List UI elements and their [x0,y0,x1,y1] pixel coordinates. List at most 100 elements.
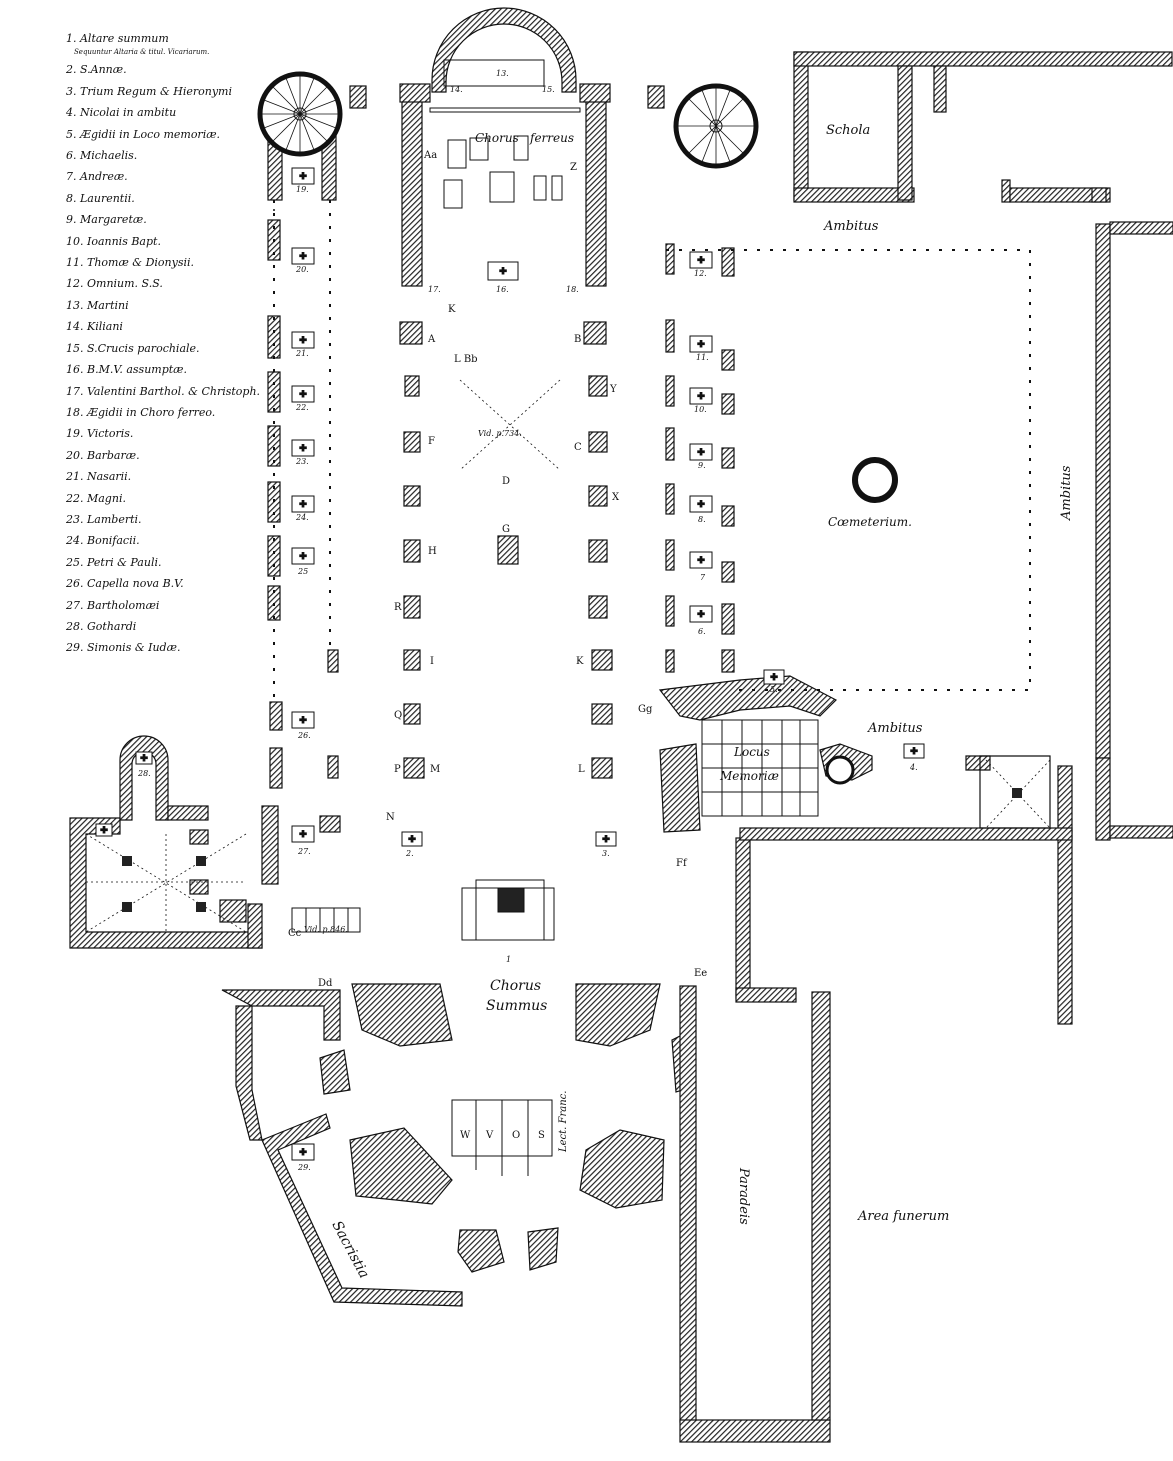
chapel-vaults [85,379,1051,933]
marker-W: W [460,1130,471,1141]
num-4: 4. [909,763,918,772]
east-apse [431,7,577,93]
vid-734-label: Vid. p.734. [478,429,522,438]
marker-L: L [578,764,585,775]
marker-Aa: Aa [423,150,437,161]
legend-item: 15. S.Crucis parochiale. [66,341,200,355]
altar-cross-icon: ✚ [910,747,918,757]
locus-label: Locus [733,745,770,759]
legend-item: 3. Trium Regum & Hieronymi [66,84,232,98]
legend-item: 24. Bonifacii. [66,534,140,548]
legend-item: 28. Gothardi [66,619,137,633]
walls [69,7,1173,1443]
legend-item: 10. Ioannis Bapt. [66,234,161,248]
legend-item: 4. Nicolai in ambitu [66,106,177,120]
num-12: 12. [694,269,707,278]
altar-cross-icon: ✚ [299,552,307,562]
marker-F: F [428,436,435,447]
ambitus-top-label: Ambitus [823,219,879,234]
cemetery-well [852,457,898,503]
num-21: 21. [295,349,309,358]
legend-item: 25. Petri & Pauli. [66,555,162,569]
num-7: 7 [700,573,706,582]
marker-Bb: L Bb [454,354,478,365]
num-20: 20. [295,265,309,274]
spiral-stairs [257,71,855,785]
colonnade-dots [273,209,275,211]
altar-cross-icon: ✚ [299,390,307,400]
altar-cross-icon: ✚ [299,252,307,262]
num-1: 1 [506,955,511,964]
vid-846-label: Vid. p.846. [304,925,348,934]
altar-cross-icon: ✚ [697,556,705,566]
num-5: 5. [770,685,778,694]
ambitus-mid-label: Ambitus [867,721,923,736]
altar-cross-icon: ✚ [299,830,307,840]
legend-item: 27. Bartholomæi [66,598,160,612]
marker-P: P [394,764,401,775]
legend-item: 14. Kiliani [66,320,123,334]
altar-cross-icon: ✚ [299,444,307,454]
marker-N: N [386,812,395,823]
legend-item: 11. Thomæ & Dionysii. [66,256,195,270]
vault-bosses [122,788,1022,912]
legend-item: 26. Capella nova B.V. [66,577,184,591]
num-29: 29. [297,1163,311,1172]
altar-cross-icon: ✚ [697,448,705,458]
altar-cross-icon: ✚ [697,392,705,402]
legend-item: 9. Margaretæ. [66,213,147,227]
altar-cross-icon: ✚ [100,826,108,836]
altar-cross-icon: ✚ [299,716,307,726]
altar-cross-icon: ✚ [140,754,148,764]
marker-I: I [430,656,434,667]
altar-numbers: 13. 14. 15. 16. 17. 18. 19. 20. 21. 22. … [137,69,918,1172]
legend-item: 29. Simonis & Iudæ. [66,641,181,655]
paradeis-label: Paradeis [736,1167,751,1225]
num-19: 19. [296,185,309,194]
marker-C: C [574,442,582,453]
num-22: 22. [295,403,309,412]
chorus-ferreus-label-1: Chorus [475,131,519,145]
legend-item: 16. B.M.V. assumptæ. [66,363,188,377]
marker-S: S [538,1130,545,1141]
num-25: 25 [297,567,308,576]
num-23: 23. [295,457,309,466]
legend-item: 20. Barbaræ. [66,448,140,462]
legend-item: 1. Altare summum [66,32,169,45]
cloister-boundary [273,200,1031,700]
legend-subtitle: Sequuntur Altaria & titul. Vicariarum. [74,48,210,57]
num-10: 10. [694,405,707,414]
marker-Ff: Ff [676,858,688,869]
memoriae-label: Memoriæ [719,769,779,783]
legend-item: 13. Martini [66,298,129,312]
altar-blocks: ✚✚✚✚✚✚✚✚✚✚✚✚✚✚✚✚✚✚✚✚✚✚✚✚ [95,167,925,1161]
marker-Gg: Gg [638,704,653,715]
chorus-summus-label-2: Summus [486,998,547,1014]
marker-A: A [427,334,436,345]
coemeterium-label: Cœmeterium. [828,515,912,529]
marker-Y: Y [609,384,617,395]
legend-item: 19. Victoris. [66,427,134,441]
num-8: 8. [698,515,706,524]
num-14: 14. [450,85,463,94]
chorus-ferreus-wall-left [401,95,423,287]
legend-item: 18. Ægidii in Choro ferreo. [66,405,216,419]
altar-cross-icon: ✚ [299,500,307,510]
schola-label: Schola [826,123,870,138]
marker-D: D [502,476,510,487]
chorus-ferreus-label-2: ferreus [529,131,574,145]
legend-item: 5. Ægidii in Loco memoriæ. [66,127,221,141]
num-16: 16. [496,285,509,294]
marker-B: B [574,334,581,345]
legend-item: 7. Andreæ. [66,170,128,184]
letter-markers: Aa A B L Bb Z K Y F C D X G H R I K Q Gg… [288,150,707,1141]
num-27: 27. [297,847,311,856]
num-9: 9. [698,461,706,470]
legend-item: 17. Valentini Barthol. & Christoph. [66,384,261,398]
altar-cross-icon: ✚ [770,673,778,683]
marker-Kk: K [576,656,584,667]
legend-item: 8. Laurentii. [66,191,135,205]
marker-Cc: Cc [288,928,302,939]
marker-Q: Q [394,710,402,721]
